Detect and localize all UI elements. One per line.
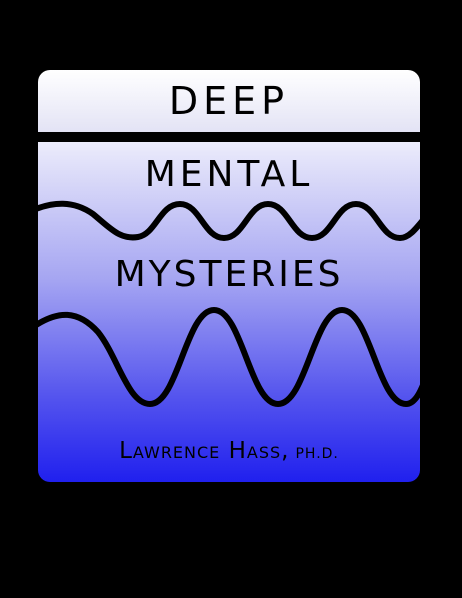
title-word-mental: MENTAL bbox=[144, 154, 314, 195]
short-brainwave-line bbox=[38, 200, 420, 242]
author-name: Lawrence Hass, bbox=[119, 438, 290, 464]
title-word-mysteries: MYSTERIES bbox=[114, 254, 344, 295]
brainwave-illustration bbox=[38, 200, 420, 408]
title-header-panel: DEEP bbox=[38, 70, 420, 132]
title-main-panel: MENTAL MYSTERIES Lawrence Hass, PH.D. bbox=[38, 142, 420, 482]
author-byline: Lawrence Hass, PH.D. bbox=[38, 438, 420, 464]
author-degree: PH.D. bbox=[295, 446, 339, 462]
title-word-deep: DEEP bbox=[168, 79, 290, 123]
long-brainwave-line bbox=[38, 306, 420, 408]
